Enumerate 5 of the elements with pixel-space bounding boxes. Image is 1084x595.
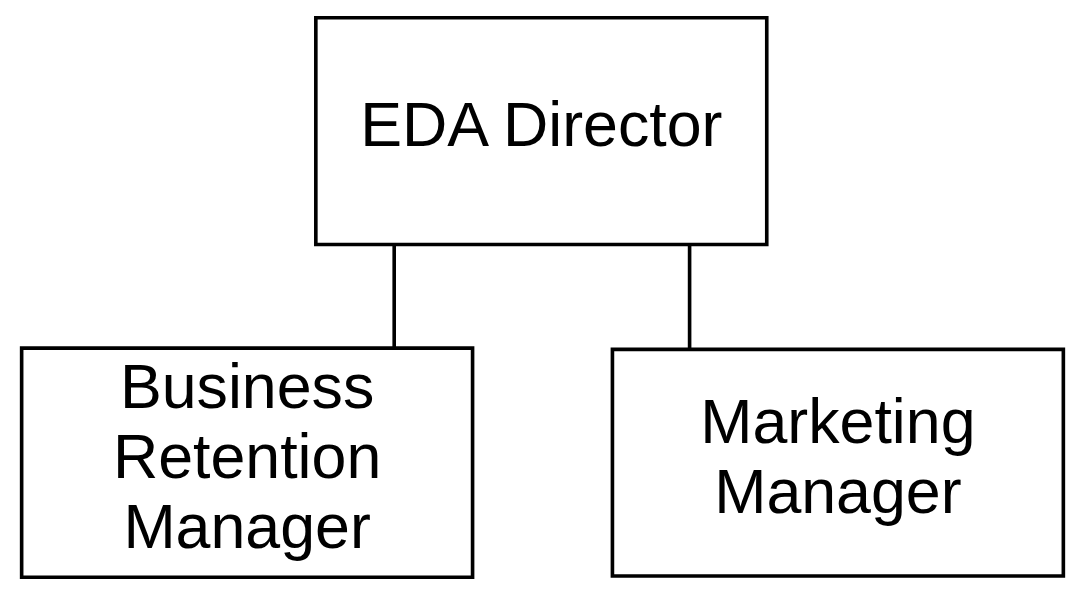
connector [391,245,396,348]
node-box: EDA Director [313,15,769,247]
connector [687,245,691,349]
node-box: Business Retention Manager [19,346,474,580]
node-box: Marketing Manager [610,347,1065,578]
